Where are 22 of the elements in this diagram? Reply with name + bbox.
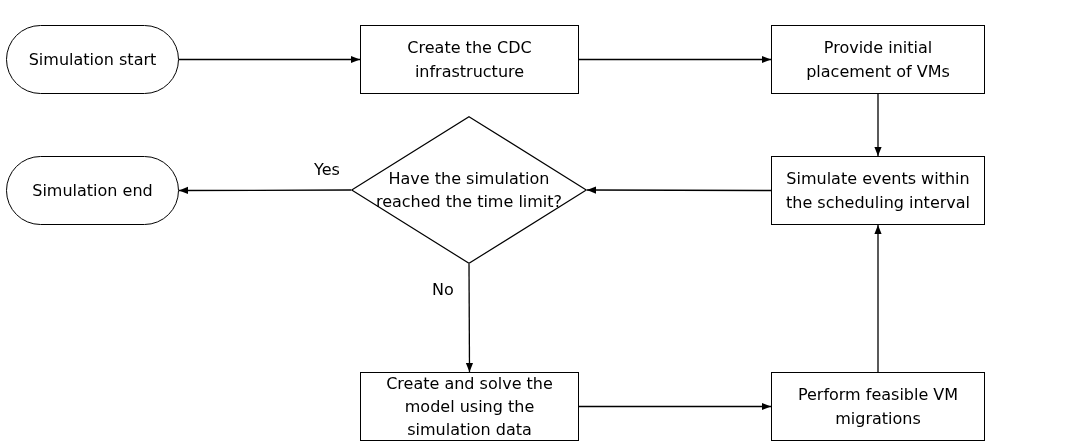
process-box xyxy=(771,25,985,94)
process-box xyxy=(771,372,985,441)
arrow xyxy=(586,186,772,194)
arrow xyxy=(874,93,882,157)
arrow xyxy=(465,263,474,373)
process-box xyxy=(771,156,985,225)
process-box xyxy=(360,25,579,94)
node-text: Create and solve the model using the simulation data xyxy=(385,372,554,442)
node-text: Have the simulation reached the time limit? xyxy=(374,167,564,213)
arrow xyxy=(874,224,882,373)
node-text: Simulation end xyxy=(31,179,154,202)
arrow xyxy=(578,55,772,64)
node-text: Simulate events within the scheduling interval xyxy=(785,168,971,214)
process-box xyxy=(360,372,579,441)
node-text: Simulation start xyxy=(27,48,158,71)
arrow xyxy=(178,186,352,195)
arrow xyxy=(178,55,361,64)
node-text: Perform feasible VM migrations xyxy=(796,384,960,430)
decision-diamond xyxy=(351,116,587,264)
node-text: Provide initial placement of VMs xyxy=(805,37,951,83)
arrow xyxy=(578,402,772,411)
node-text: Create the CDC infrastructure xyxy=(406,37,533,83)
